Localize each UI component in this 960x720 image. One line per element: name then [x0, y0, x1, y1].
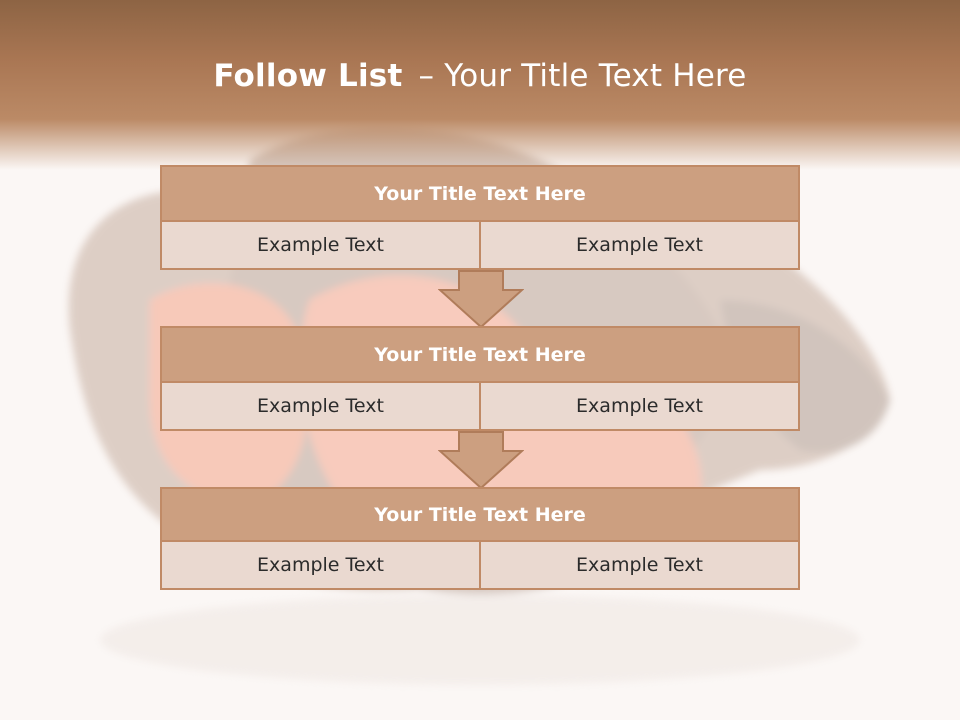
down-arrow-icon [438, 270, 524, 328]
block-cell-left: Example Text [160, 542, 481, 590]
block-title: Your Title Text Here [160, 487, 800, 542]
block-row: Example Text Example Text [160, 542, 800, 590]
list-block-2: Your Title Text Here Example Text Exampl… [160, 326, 800, 431]
down-arrow-icon [438, 431, 524, 489]
header-band [0, 0, 960, 170]
slide-title-bold: Follow List [213, 58, 403, 94]
block-row: Example Text Example Text [160, 383, 800, 431]
list-block-3: Your Title Text Here Example Text Exampl… [160, 487, 800, 590]
block-cell-right: Example Text [481, 222, 800, 270]
block-cell-left: Example Text [160, 222, 481, 270]
block-title: Your Title Text Here [160, 326, 800, 383]
block-cell-left: Example Text [160, 383, 481, 431]
block-cell-right: Example Text [481, 383, 800, 431]
block-row: Example Text Example Text [160, 222, 800, 270]
block-cell-right: Example Text [481, 542, 800, 590]
slide-title: Follow List–Your Title Text Here [0, 56, 960, 96]
slide-title-rest: Your Title Text Here [444, 58, 747, 94]
slide-title-separator: – [418, 58, 435, 94]
block-title: Your Title Text Here [160, 165, 800, 222]
list-block-1: Your Title Text Here Example Text Exampl… [160, 165, 800, 270]
